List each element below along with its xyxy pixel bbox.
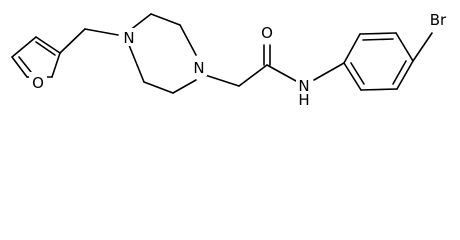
bond — [59, 28, 86, 54]
carbonyl-oxygen-label: O — [261, 24, 273, 42]
bond — [18, 56, 32, 73]
furan-ring — [11, 36, 61, 78]
amide-hydrogen-label: H — [298, 91, 309, 108]
amide-nitrogen-atom: N H — [296, 77, 312, 108]
bond — [343, 62, 362, 91]
acetamide-chain — [204, 44, 297, 87]
bond — [359, 32, 397, 35]
bromine-label: Br — [430, 11, 447, 29]
bond — [204, 74, 240, 87]
bond — [179, 24, 197, 56]
bromine-atom: Br — [425, 10, 451, 30]
bond — [11, 56, 28, 78]
bond — [362, 38, 394, 41]
bond — [35, 36, 61, 54]
methylene-linker — [59, 28, 119, 54]
bond — [396, 60, 414, 90]
bond — [392, 60, 407, 85]
bond — [84, 28, 119, 36]
bond — [350, 62, 365, 85]
bond — [238, 64, 268, 87]
carbonyl-oxygen-atom: O — [258, 23, 276, 42]
bromophenyl-ring — [313, 32, 433, 91]
bond — [128, 44, 145, 83]
furan-oxygen-atom: O — [29, 72, 47, 92]
bond — [172, 79, 197, 94]
bond — [51, 52, 61, 78]
bond — [360, 88, 398, 91]
piperazine-n4-atom: N — [121, 28, 137, 47]
bond — [395, 32, 414, 62]
piperazine-ring — [128, 13, 197, 94]
bond — [35, 41, 56, 56]
chemical-structure-diagram: O N N O N H Br — [11, 10, 451, 108]
furan-oxygen-label: O — [32, 74, 44, 92]
piperazine-n4-label: N — [123, 29, 134, 47]
amide-nitrogen-label: N — [298, 77, 309, 95]
piperazine-n1-atom: N — [191, 58, 207, 77]
atom-labels: O N N O N H Br — [29, 10, 451, 108]
bond — [343, 33, 361, 64]
bond — [11, 36, 37, 58]
bond — [143, 81, 174, 94]
piperazine-n1-label: N — [193, 59, 204, 77]
bond — [150, 13, 181, 26]
bond — [412, 32, 433, 62]
bond — [266, 64, 297, 82]
bond — [313, 62, 345, 81]
